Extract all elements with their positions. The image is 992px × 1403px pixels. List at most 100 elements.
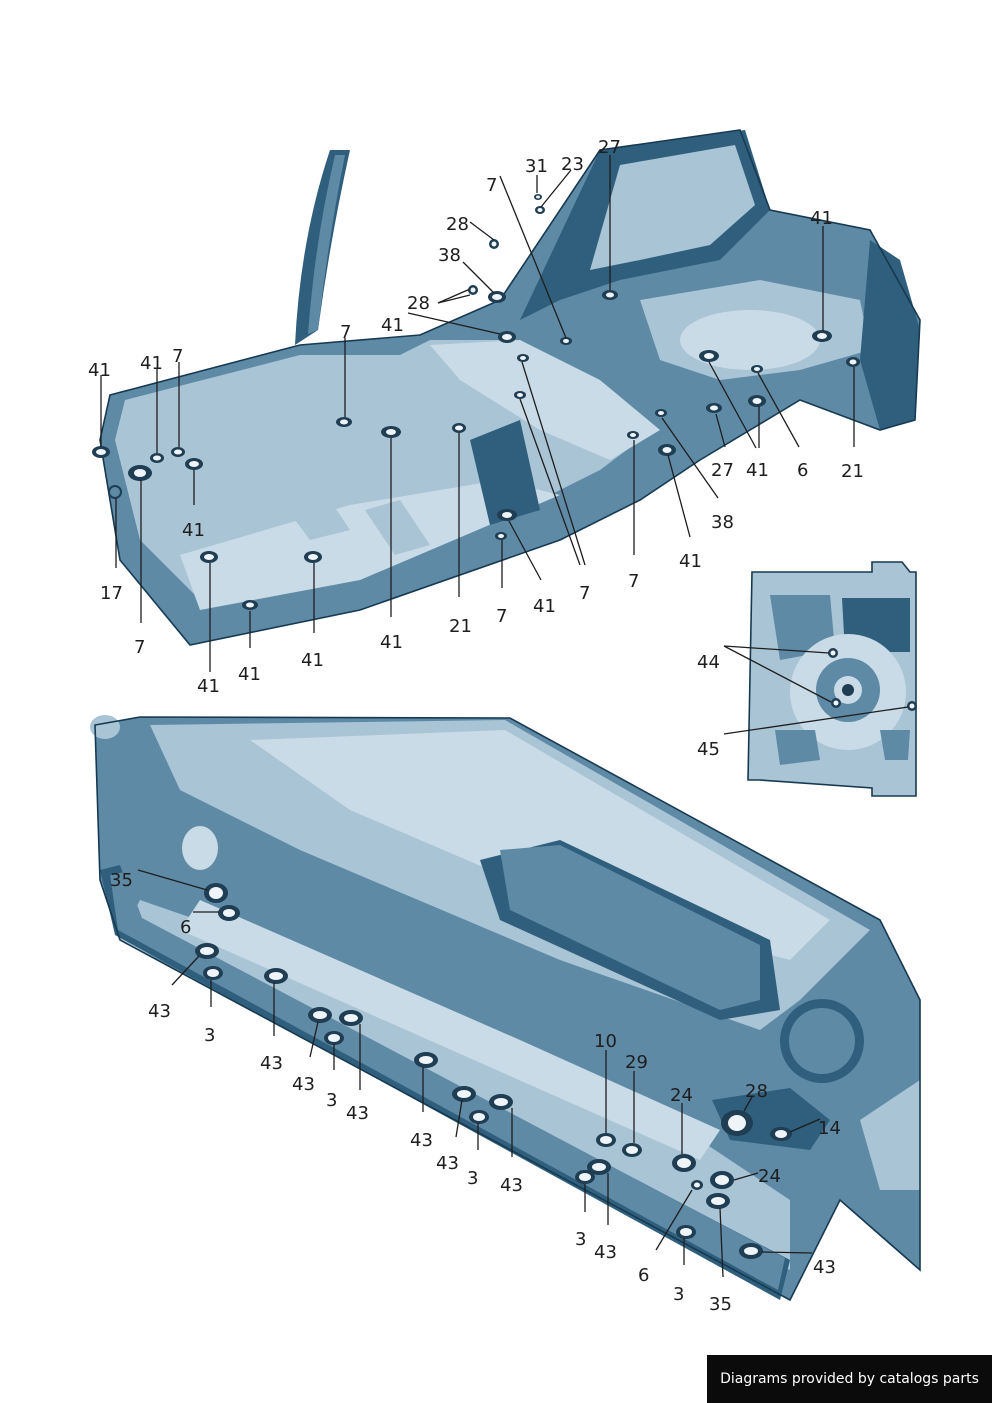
grommet-icon	[560, 337, 572, 345]
callout-label: 41	[746, 460, 769, 481]
grommet-icon	[150, 453, 164, 463]
grommet-icon	[304, 551, 322, 563]
grommet-icon	[495, 532, 507, 540]
grommet-icon	[706, 1193, 730, 1209]
callout-label: 27	[598, 137, 621, 158]
grommet-icon	[488, 291, 506, 303]
grommet-icon	[812, 330, 832, 342]
rear-panel-inset: 44 45	[697, 561, 917, 797]
bottom-callout-labels: 35 6 43 3 43 43 3 43 43 43 3 43 10 29 24…	[110, 870, 841, 1315]
callout-label: 41	[238, 664, 261, 685]
callout-label: 7	[172, 346, 183, 367]
top-callout-labels: 41 41 7 7 28 41 38 28 7 31 23 27 41 41 1…	[88, 137, 864, 697]
callout-label: 41	[381, 315, 404, 336]
callout-label: 3	[326, 1090, 337, 1111]
callout-label: 28	[407, 293, 430, 314]
grommet-icon	[706, 403, 722, 413]
grommet-icon	[846, 357, 860, 367]
grommet-icon	[658, 444, 676, 456]
callout-label: 41	[140, 353, 163, 374]
callout-label: 7	[628, 571, 639, 592]
callout-label: 21	[841, 461, 864, 482]
callout-label: 28	[745, 1081, 768, 1102]
callout-label: 43	[346, 1103, 369, 1124]
grommet-icon	[308, 1007, 332, 1023]
callout-label: 3	[204, 1025, 215, 1046]
grommet-icon	[203, 966, 223, 980]
grommet-icon	[739, 1243, 763, 1259]
bottom-leader-lines	[137, 869, 821, 1278]
callout-label: 27	[711, 460, 734, 481]
callout-label: 41	[301, 650, 324, 671]
grommet-icon	[699, 350, 719, 362]
grommet-icon	[622, 1143, 642, 1157]
grommet-icon	[381, 426, 401, 438]
grommet-icon	[218, 905, 240, 921]
grommet-icon	[128, 465, 152, 481]
callout-label: 41	[88, 360, 111, 381]
grommet-icon	[498, 331, 516, 343]
callout-label: 41	[182, 520, 205, 541]
grommet-icon	[691, 1180, 703, 1190]
callout-label: 43	[500, 1175, 523, 1196]
grommet-icon	[469, 1110, 489, 1124]
callout-label: 6	[180, 917, 191, 938]
callout-label: 6	[638, 1265, 649, 1286]
callout-label: 7	[486, 175, 497, 196]
floor-pan-assembly	[99, 129, 921, 646]
grommet-icon	[721, 1110, 753, 1136]
grommet-icon	[770, 1127, 792, 1141]
grommet-icon	[676, 1225, 696, 1239]
grommet-icon	[587, 1159, 611, 1175]
grommet-icon	[596, 1133, 616, 1147]
callout-label: 35	[110, 870, 133, 891]
grommet-icon	[185, 458, 203, 470]
callout-label: 41	[679, 551, 702, 572]
callout-label: 28	[446, 214, 469, 235]
watermark-text: Diagrams provided by catalogs parts	[720, 1371, 979, 1387]
callout-label: 7	[340, 322, 351, 343]
callout-label: 41	[380, 632, 403, 653]
callout-label: 3	[673, 1284, 684, 1305]
callout-label: 31	[525, 156, 548, 177]
grommet-icon	[336, 417, 352, 427]
grommet-icon	[242, 600, 258, 610]
grommet-icon	[627, 431, 639, 439]
grommet-icon	[452, 1086, 476, 1102]
callout-label: 45	[697, 739, 720, 760]
callout-label: 7	[496, 606, 507, 627]
grommet-icon	[414, 1052, 438, 1068]
grommet-icon	[200, 551, 218, 563]
callout-label: 41	[810, 208, 833, 229]
callout-label: 7	[579, 583, 590, 604]
callout-label: 38	[711, 512, 734, 533]
callout-label: 43	[292, 1074, 315, 1095]
grommet-icon	[489, 1094, 513, 1110]
grommet-icon	[195, 943, 219, 959]
grommet-icon	[751, 365, 763, 373]
watermark-banner: Diagrams provided by catalogs parts	[707, 1355, 992, 1403]
callout-label: 43	[410, 1130, 433, 1151]
grommet-icon	[907, 701, 917, 711]
callout-label: 21	[449, 616, 472, 637]
callout-label: 38	[438, 245, 461, 266]
callout-label: 3	[467, 1168, 478, 1189]
grommet-icon	[748, 395, 766, 407]
clip-icon	[108, 485, 122, 499]
grommet-icon	[534, 194, 542, 200]
grommet-icon	[535, 206, 545, 214]
callout-label: 35	[709, 1294, 732, 1315]
callout-label: 7	[134, 637, 145, 658]
callout-label: 23	[561, 154, 584, 175]
callout-label: 41	[197, 676, 220, 697]
top-grommets	[92, 194, 860, 610]
grommet-icon	[339, 1010, 363, 1026]
callout-label: 6	[797, 460, 808, 481]
grommet-icon	[517, 354, 529, 362]
grommet-icon	[602, 290, 618, 300]
callout-label: 43	[436, 1153, 459, 1174]
callout-label: 17	[100, 583, 123, 604]
callout-label: 41	[533, 596, 556, 617]
grommet-icon	[204, 883, 228, 903]
callout-label: 44	[697, 652, 720, 673]
